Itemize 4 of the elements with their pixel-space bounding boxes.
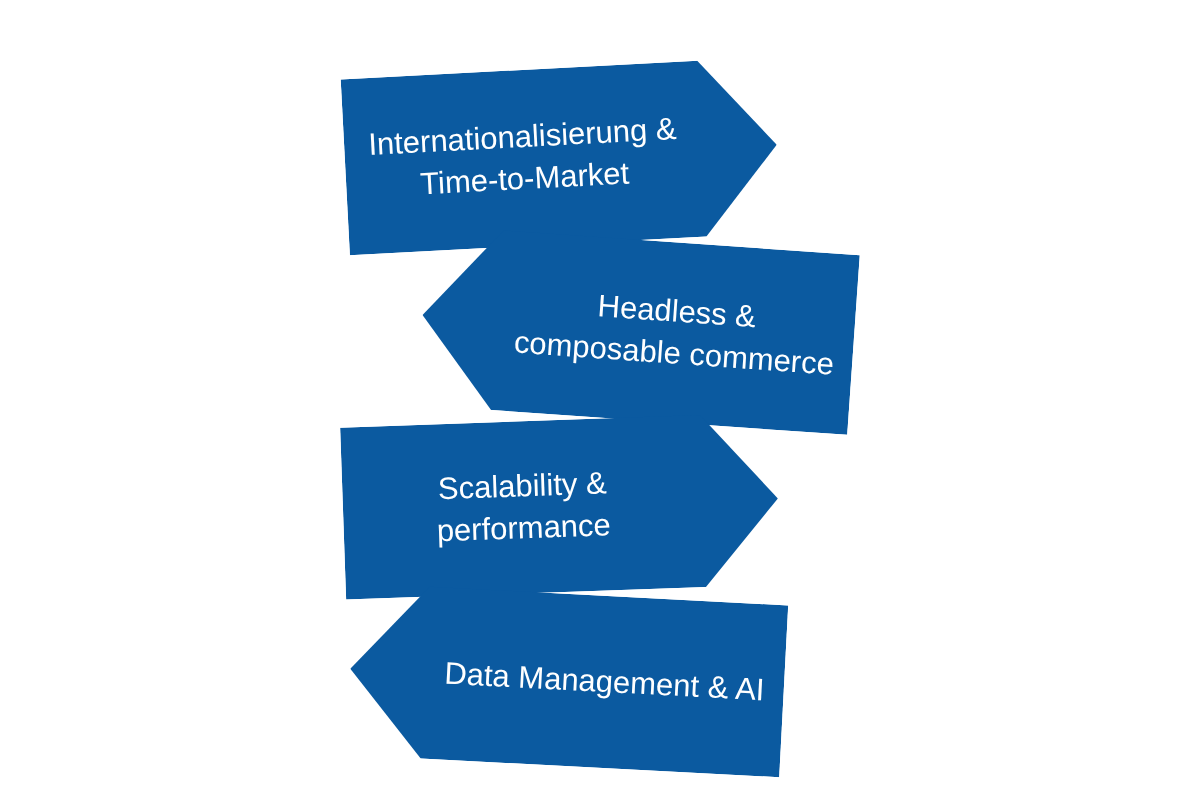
sign-text: Scalability & performance bbox=[435, 464, 613, 551]
sign-text: Headless & composable commerce bbox=[511, 287, 837, 384]
sign-text: Data Management & AI bbox=[443, 654, 766, 710]
sign-text: Internationalisierung & Time-to-Market bbox=[366, 110, 679, 204]
